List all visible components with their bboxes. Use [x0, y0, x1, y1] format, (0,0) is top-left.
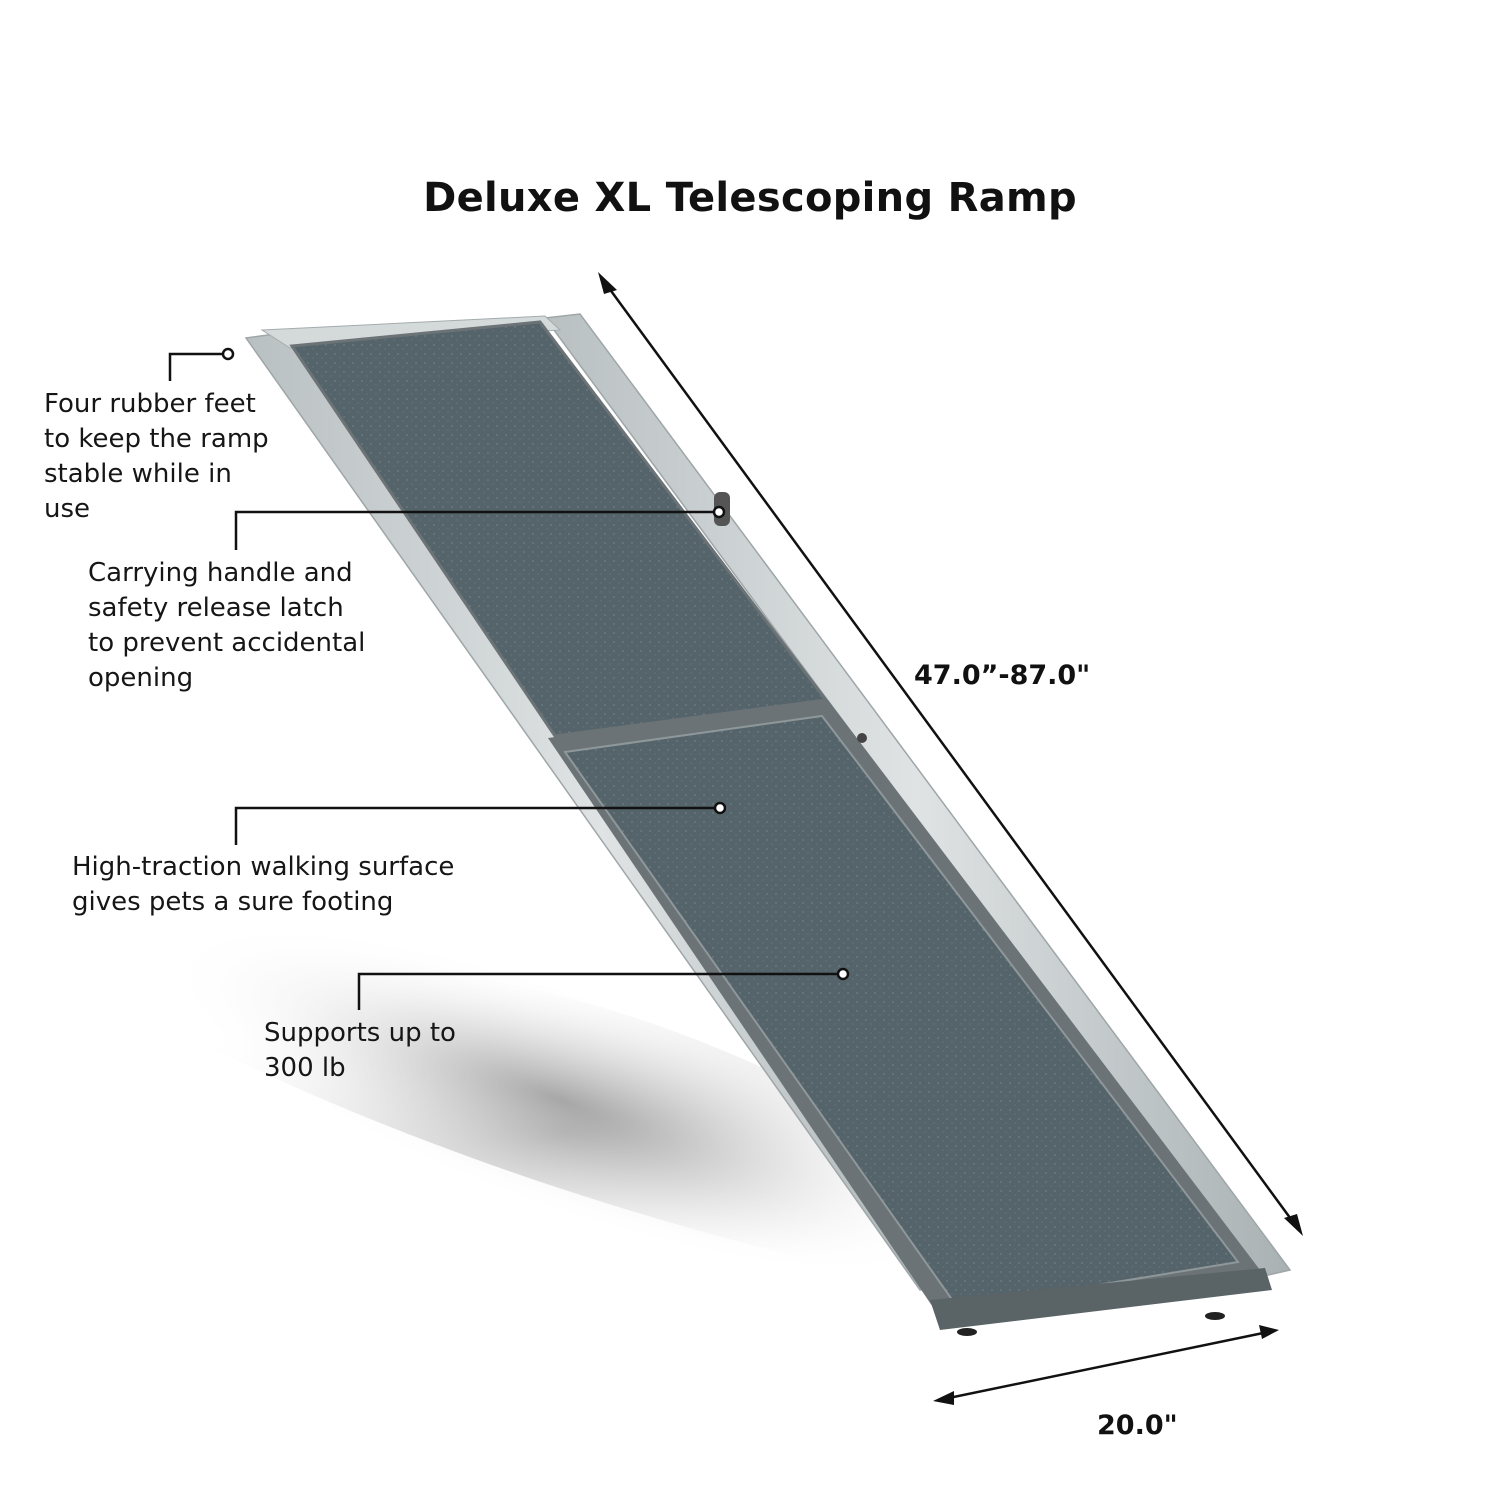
- callout-line: use: [44, 494, 91, 524]
- callout-carrying-handle: Carrying handle and safety release latch…: [88, 556, 408, 696]
- lower-deck-panel: [548, 700, 1272, 1336]
- callout-line: Supports up to: [264, 1018, 456, 1048]
- callout-line: opening: [88, 663, 194, 693]
- callout-line: High-traction walking surface: [72, 852, 455, 882]
- leader-weight-capacity: [357, 972, 837, 1010]
- ramp-shadow: [120, 923, 1010, 1300]
- callout-line: Four rubber feet: [44, 389, 256, 419]
- callout-line: Carrying handle and: [88, 558, 353, 588]
- callout-line: gives pets a sure footing: [72, 887, 394, 917]
- width-dimension-arrow: [933, 1325, 1279, 1405]
- callout-line: to keep the ramp: [44, 424, 269, 454]
- leader-dot-walking-surface: [713, 801, 727, 815]
- leader-dot-weight-capacity: [836, 967, 850, 981]
- product-title: Deluxe XL Telescoping Ramp: [423, 175, 1077, 221]
- callout-line: 300 lb: [264, 1053, 346, 1083]
- length-dimension-arrow: [598, 272, 1303, 1236]
- leader-rubber-feet: [168, 352, 222, 381]
- callout-line: to prevent accidental: [88, 628, 366, 658]
- leader-lines: [168, 347, 850, 1010]
- leader-carrying-handle: [234, 510, 713, 550]
- callout-line: stable while in: [44, 459, 232, 489]
- leader-dot-carrying-handle: [712, 505, 726, 519]
- callout-weight-capacity: Supports up to 300 lb: [264, 1016, 524, 1086]
- rubber-foot: [1205, 1312, 1225, 1320]
- width-dimension-label: 20.0": [1097, 1410, 1178, 1441]
- callout-rubber-feet: Four rubber feet to keep the ramp stable…: [44, 387, 324, 527]
- rubber-foot: [957, 1328, 977, 1336]
- callout-line: safety release latch: [88, 593, 344, 623]
- leader-walking-surface: [234, 806, 714, 845]
- length-dimension-label: 47.0”-87.0": [914, 660, 1091, 691]
- upper-deck-panel: [289, 320, 829, 738]
- callout-walking-surface: High-traction walking surface gives pets…: [72, 850, 532, 920]
- leader-dot-rubber-feet: [221, 347, 235, 361]
